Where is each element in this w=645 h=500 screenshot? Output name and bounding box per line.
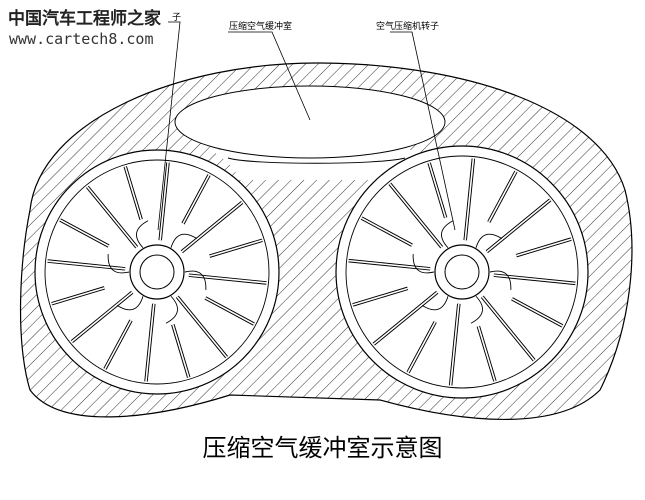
left-rotor-vane-inner bbox=[204, 297, 255, 325]
left-rotor-vane-inner bbox=[182, 174, 210, 225]
left-rotor-shaft bbox=[139, 254, 175, 290]
left-rotor-vane-inner bbox=[124, 166, 142, 220]
right-rotor-vane-inner bbox=[477, 326, 496, 382]
right-rotor-rim bbox=[345, 155, 579, 389]
leader-line-right bbox=[390, 31, 456, 231]
right-rotor-vane-inner bbox=[373, 291, 438, 345]
left-rotor-vane-inner bbox=[71, 291, 133, 343]
leader-line-chamber bbox=[228, 31, 311, 121]
left-rotor-vane-inner bbox=[172, 324, 190, 378]
left-rotor-rim bbox=[44, 159, 270, 385]
right-rotor-shaft bbox=[444, 254, 480, 290]
right-rotor-blade bbox=[489, 270, 512, 290]
left-rotor-blade bbox=[107, 254, 130, 274]
left-rotor-vane-inner bbox=[176, 296, 228, 358]
right-rotor-blade bbox=[475, 233, 503, 248]
right-rotor-vane-inner bbox=[348, 259, 431, 270]
neck-line bbox=[227, 157, 406, 164]
left-rotor-vane-inner bbox=[51, 287, 105, 305]
right-rotor-vane-inner bbox=[511, 298, 563, 327]
left-rotor-blade bbox=[136, 220, 149, 249]
watermark-site-name: 中国汽车工程师之家 bbox=[8, 9, 161, 29]
right-rotor-vane-inner bbox=[488, 171, 517, 223]
left-rotor-blade bbox=[116, 296, 144, 311]
left-rotor-vane-inner bbox=[86, 186, 138, 248]
left-rotor-vane-inner bbox=[59, 219, 110, 247]
left-rotor-vane-inner bbox=[181, 201, 243, 253]
right-rotor-vane-inner bbox=[486, 199, 551, 253]
left-rotor-vane-inner bbox=[104, 319, 132, 370]
right-rotor-vane-inner bbox=[493, 274, 576, 285]
label-left-rotor: 子 bbox=[172, 13, 182, 23]
diagram-caption: 压缩空气缓冲室示意图 bbox=[202, 434, 443, 462]
right-rotor-vane-inner bbox=[407, 321, 436, 373]
connecting-neck bbox=[210, 150, 420, 180]
right-rotor-vane-inner bbox=[449, 303, 460, 386]
right-rotor-vane-inner bbox=[428, 162, 447, 218]
left-rotor-vane-inner bbox=[159, 162, 169, 241]
left-rotor-vane-inner bbox=[188, 274, 267, 284]
left-rotor-vane-inner bbox=[47, 260, 126, 270]
right-rotor-vane-inner bbox=[464, 158, 475, 241]
left-rotor-vane-inner bbox=[209, 239, 263, 257]
left-rotor-blade bbox=[165, 295, 178, 324]
label-buffer-chamber: 压缩空气缓冲室 bbox=[229, 22, 293, 32]
left-rotor-blade bbox=[184, 270, 207, 290]
right-rotor-vane-inner bbox=[361, 217, 413, 246]
right-rotor-blade bbox=[470, 295, 483, 324]
right-rotor-vane-inner bbox=[352, 287, 408, 306]
right-rotor-blade bbox=[441, 220, 454, 249]
label-right-rotor: 空气压缩机转子 bbox=[376, 22, 440, 32]
right-rotor-vane-inner bbox=[389, 183, 443, 248]
watermark-url: www.cartech8.com bbox=[9, 30, 154, 48]
leader-line-left bbox=[157, 21, 181, 231]
left-rotor-vane-inner bbox=[145, 303, 155, 382]
left-rotor-blade bbox=[170, 233, 198, 248]
right-rotor-blade bbox=[412, 254, 435, 274]
buffer-chamber bbox=[174, 85, 446, 159]
right-rotor-vane-inner bbox=[516, 238, 572, 257]
right-rotor-vane-inner bbox=[481, 296, 535, 361]
right-rotor-blade bbox=[421, 296, 449, 311]
